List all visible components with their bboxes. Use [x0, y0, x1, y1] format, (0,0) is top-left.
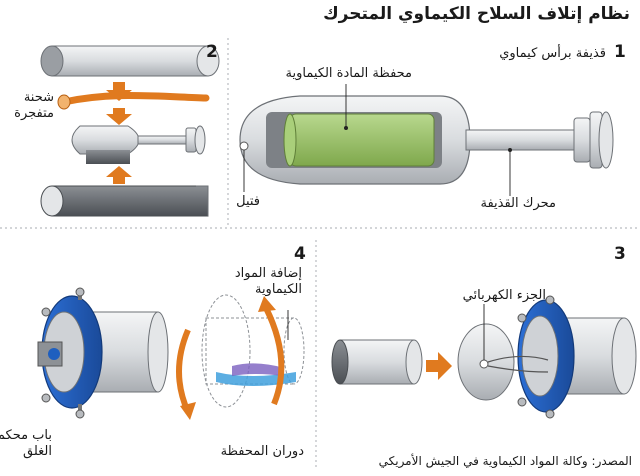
label-rocket-motor: محرك القذيفة — [480, 196, 556, 211]
rotate-arrow-icon — [180, 402, 196, 420]
fuse-tip — [239, 141, 249, 151]
label-add-chemicals: إضافة المواد الكيماوية — [235, 266, 302, 298]
label-fuse: فتيل — [236, 194, 260, 209]
label-chamber-rotation: دوران المحفظة — [220, 444, 304, 459]
arrow-up-icon — [106, 166, 132, 184]
label-explosive-charge: شحنة متفجرة — [14, 90, 54, 122]
step-1-caption: قذيفة برأس كيماوي — [499, 46, 606, 61]
label-electric-part: الجزء الكهربائي — [462, 288, 546, 303]
rotate-arrow-icon — [176, 328, 191, 414]
chamber-door-illustration — [37, 287, 169, 419]
rotating-chamber-illustration — [201, 294, 305, 408]
rocket-motor-tube — [465, 129, 589, 151]
source-credit: المصدر: وكالة المواد الكيماوية في الجيش … — [378, 454, 632, 468]
projectile-section-illustration — [331, 339, 423, 385]
step-number-4: 4 — [294, 244, 306, 264]
chemical-canister — [289, 113, 435, 167]
arrow-right-icon — [426, 352, 452, 380]
electric-chamber-illustration — [457, 295, 637, 419]
label-sealed-door: باب محكم الغلق — [0, 428, 52, 460]
step-number-1: 1 — [614, 42, 626, 62]
label-chem-container: محفظة المادة الكيماوية — [285, 66, 413, 81]
charge-loading-illustration — [40, 45, 220, 217]
rotate-arrow-icon — [258, 296, 276, 312]
label-add-chemicals-line2: الكيماوية — [254, 282, 302, 297]
label-add-chemicals-line1: إضافة المواد — [234, 266, 302, 281]
label-explosive-charge-line1: شحنة — [23, 90, 54, 105]
step-number-3: 3 — [614, 244, 626, 264]
arrow-down-icon — [106, 108, 132, 125]
step-number-2: 2 — [206, 42, 218, 62]
rotate-arrow-icon — [263, 306, 285, 406]
page-title: نظام إتلاف السلاح الكيماوي المتحرك — [323, 4, 630, 24]
arrow-down-icon — [106, 82, 132, 101]
label-sealed-door-line2: الغلق — [23, 444, 52, 459]
label-explosive-charge-line2: متفجرة — [14, 106, 54, 121]
label-sealed-door-line1: باب محكم — [0, 428, 52, 443]
projectile-illustration — [239, 84, 614, 196]
